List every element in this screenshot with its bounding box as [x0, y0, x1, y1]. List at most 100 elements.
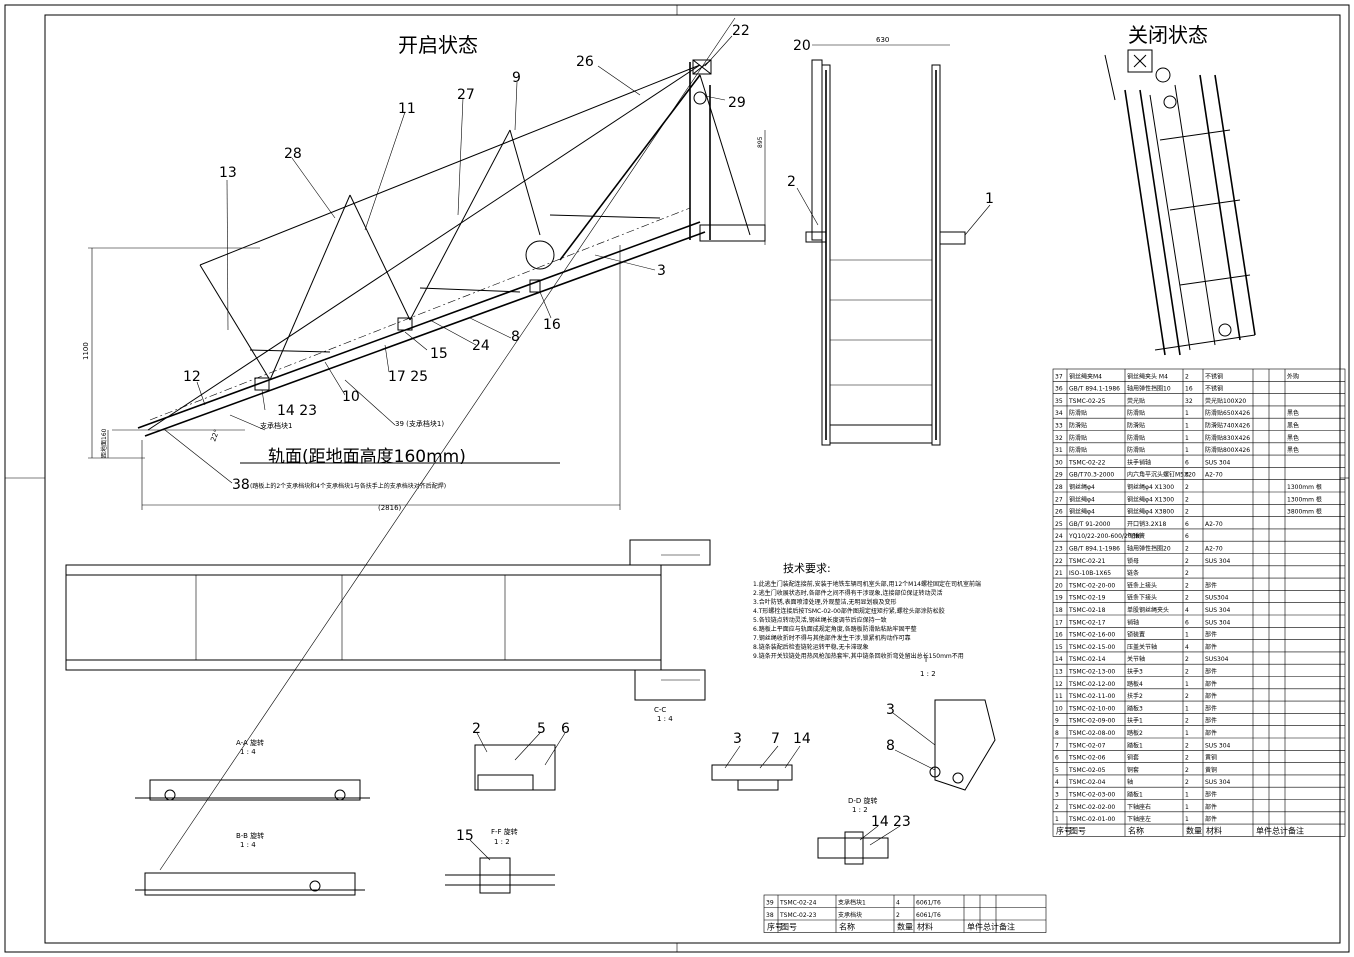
bom-cell: 2: [1185, 742, 1189, 749]
bom-cell: 部件: [1205, 692, 1217, 700]
bom-cell: 铜套: [1127, 754, 1139, 762]
bom-cell: 2: [1185, 779, 1189, 786]
bom-cell: 1: [1185, 804, 1189, 811]
detail-i: I 1 : 2 3 8: [886, 656, 996, 791]
svg-text:(2816): (2816): [378, 504, 402, 512]
bom-cell: TSMC-02-06: [1068, 755, 1106, 762]
bom-header-cell: 备注: [999, 922, 1015, 932]
svg-text:8: 8: [511, 329, 520, 345]
bom-cell: 2: [1185, 767, 1189, 774]
svg-text:1.此逃生门装配连接前,安装于地铁车辆司机室头部,用12个M: 1.此逃生门装配连接前,安装于地铁车辆司机室头部,用12个M14螺栓固定在司机室…: [753, 580, 981, 588]
bom-cell: 销轴: [1127, 618, 1139, 626]
bom-cell: 2: [1185, 558, 1189, 565]
bom-cell: TSMC-02-10-00: [1068, 705, 1115, 712]
bom-cell: 2: [1185, 509, 1189, 516]
bom-cell: 防滑贴800X426: [1205, 446, 1250, 454]
bom-cell: 黑色: [1287, 422, 1299, 430]
svg-text:1 : 4: 1 : 4: [240, 841, 256, 849]
bom-cell: TSMC-02-24: [779, 900, 817, 907]
bom-cell: 12: [1055, 681, 1063, 688]
svg-text:13: 13: [219, 165, 237, 181]
bom-cell: 踏板4: [1127, 680, 1143, 688]
bom-cell: 部件: [1205, 815, 1217, 823]
svg-text:1100: 1100: [82, 342, 90, 360]
bom-header-cell: 序号: [767, 922, 783, 932]
svg-text:26: 26: [576, 54, 594, 70]
bom-cell: SUS 304: [1205, 459, 1231, 466]
svg-text:8.链条装配后检查链轮运转平稳,无卡滞现象: 8.链条装配后检查链轮运转平稳,无卡滞现象: [753, 643, 869, 651]
bom-cell: 6: [1185, 459, 1189, 466]
bom-cell: 部件: [1205, 581, 1217, 589]
bom-cell: 7: [1055, 742, 1059, 749]
bom-header-cell: 总计: [983, 922, 999, 932]
svg-text:12: 12: [183, 369, 201, 385]
bom-cell: 9: [1055, 718, 1059, 725]
bom-cell: 部件: [1205, 803, 1217, 811]
bom-cell: A2-70: [1205, 472, 1223, 479]
bom-cell: 踏板1: [1127, 791, 1143, 799]
svg-text:895: 895: [757, 136, 764, 148]
rail-label: 轨面(距地面高度160mm): [268, 447, 466, 467]
svg-text:3: 3: [733, 731, 742, 747]
bom-header-cell: 材料: [917, 922, 933, 932]
bom-cell: TSMC-02-08-00: [1068, 730, 1115, 737]
svg-text:29: 29: [728, 95, 746, 111]
bom-cell: 部件: [1205, 704, 1217, 712]
bom-cell: 防滑贴: [1069, 434, 1087, 442]
bom-cell: 踏板1: [1127, 741, 1143, 749]
bom-cell: TSMC-02-17: [1068, 619, 1106, 626]
bom-cell: 2: [1185, 718, 1189, 725]
bom-header-cell: 材料: [1206, 825, 1222, 835]
svg-text:7.钢丝绳收折时不得与其他部件发生干涉,锁紧机构动作可靠: 7.钢丝绳收折时不得与其他部件发生干涉,锁紧机构动作可靠: [753, 634, 911, 642]
part-labels: 22 20 26 9 29 27 11 28 13 1 2 3 16 8 24 …: [183, 23, 994, 493]
bom-cell: 钢丝绳φ4: [1069, 495, 1095, 503]
bom-cell: SUS 304: [1205, 742, 1231, 749]
bom-cell: 6061/T6: [916, 900, 941, 907]
bom-cell: 2: [1185, 484, 1189, 491]
bom-cell: 2: [1055, 804, 1059, 811]
bom-cell: 铜套: [1127, 766, 1139, 774]
bom-cell: 防滑贴: [1127, 446, 1145, 454]
bom-cell: 荧光贴: [1127, 397, 1145, 405]
bom-cell: 1: [1185, 447, 1189, 454]
bom-cell: 黑色: [1287, 409, 1299, 417]
bom-cell: 钢丝绳夹M4: [1069, 372, 1102, 380]
bom-cell: TSMC-02-04: [1068, 779, 1106, 786]
bom-cell: 6: [1055, 755, 1059, 762]
bom-cell: 钢丝绳φ4 X3800: [1127, 508, 1174, 516]
svg-text:6.踏板上平面应与轨面成规定角度,各踏板防滑贴粘贴牢固平整: 6.踏板上平面应与轨面成规定角度,各踏板防滑贴粘贴牢固平整: [753, 625, 917, 633]
bom-cell: 8: [1055, 730, 1059, 737]
bom-cell: 荧光贴100X20: [1205, 397, 1246, 405]
bom-cell: 23: [1055, 546, 1063, 553]
bom-cell: SUS 304: [1205, 619, 1231, 626]
bom-cell: 19: [1055, 595, 1063, 602]
bom-cell: 32: [1055, 435, 1063, 442]
bom-header-cell: 总计: [1272, 825, 1288, 835]
svg-text:22°: 22°: [209, 428, 221, 442]
bom-cell: 扶手3: [1127, 668, 1143, 676]
svg-text:1 : 2: 1 : 2: [920, 670, 936, 678]
bom-cell: 轴用弹性挡圈10: [1127, 385, 1171, 393]
svg-text:C-C: C-C: [654, 706, 666, 714]
svg-text:15: 15: [430, 346, 448, 362]
svg-text:28: 28: [284, 146, 302, 162]
bom-cell: 下轴座右: [1127, 803, 1151, 811]
bom-cell: 黑色: [1287, 434, 1299, 442]
bom-cell: 13: [1055, 669, 1063, 676]
svg-text:24: 24: [472, 338, 490, 354]
bom-cell: 1: [1185, 681, 1189, 688]
bom-header-cell: 单件: [967, 922, 983, 932]
svg-text:5.各铰链点转动灵活,钢丝绳长度调节后应保持一致: 5.各铰链点转动灵活,钢丝绳长度调节后应保持一致: [753, 616, 887, 624]
svg-text:2: 2: [472, 721, 481, 737]
bom-cell: GB/T 91-2000: [1069, 521, 1111, 528]
bom-cell: 6: [1185, 619, 1189, 626]
svg-text:23: 23: [893, 814, 911, 830]
bom-cell: TSMC-02-02-00: [1068, 804, 1115, 811]
detail-mid: 3 7 14: [711, 731, 811, 791]
bom-cell: 链条: [1127, 569, 1139, 577]
bom-cell: 链条上接头: [1127, 581, 1157, 589]
bom-cell: TSMC-02-05: [1068, 767, 1106, 774]
bom-cell: 1300mm 根: [1287, 495, 1322, 503]
bom-cell: 3800mm 根: [1287, 508, 1322, 516]
